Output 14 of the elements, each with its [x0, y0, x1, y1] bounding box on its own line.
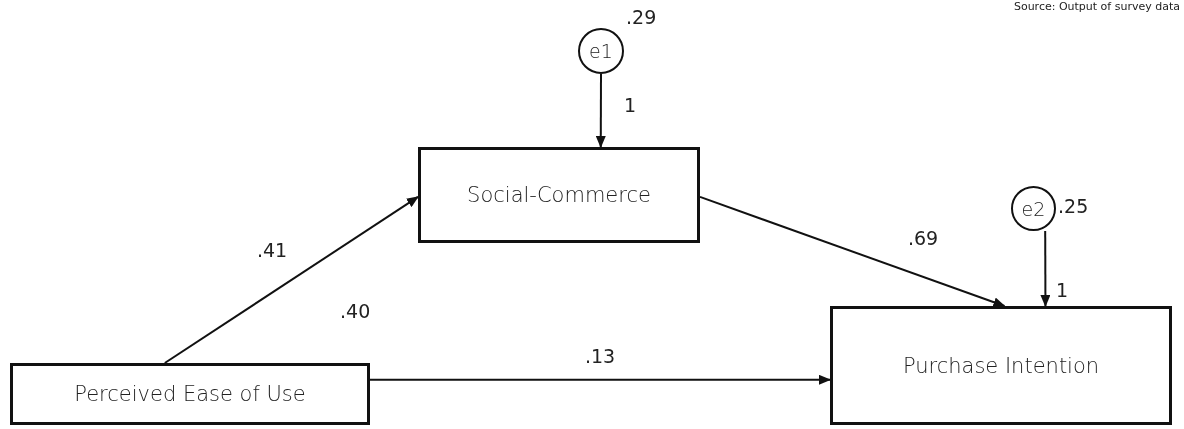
variance-value: .25: [1058, 195, 1089, 217]
variable-box: Purchase Intention: [830, 306, 1172, 425]
arrow: [699, 195, 1006, 307]
error-term-circle: e1: [578, 28, 624, 74]
arrow: [369, 374, 831, 385]
arrow: [163, 195, 419, 364]
source-note: Source: Output of survey data: [1013, 0, 1180, 13]
error-term-circle: e2: [1011, 186, 1056, 231]
variance-value: .29: [626, 6, 657, 28]
variable-box: Perceived Ease of Use: [10, 363, 370, 425]
variable-box: Social-Commerce: [418, 147, 700, 243]
arrow: [1040, 230, 1051, 307]
variance-value: .40: [340, 300, 371, 322]
arrow: [595, 73, 606, 148]
